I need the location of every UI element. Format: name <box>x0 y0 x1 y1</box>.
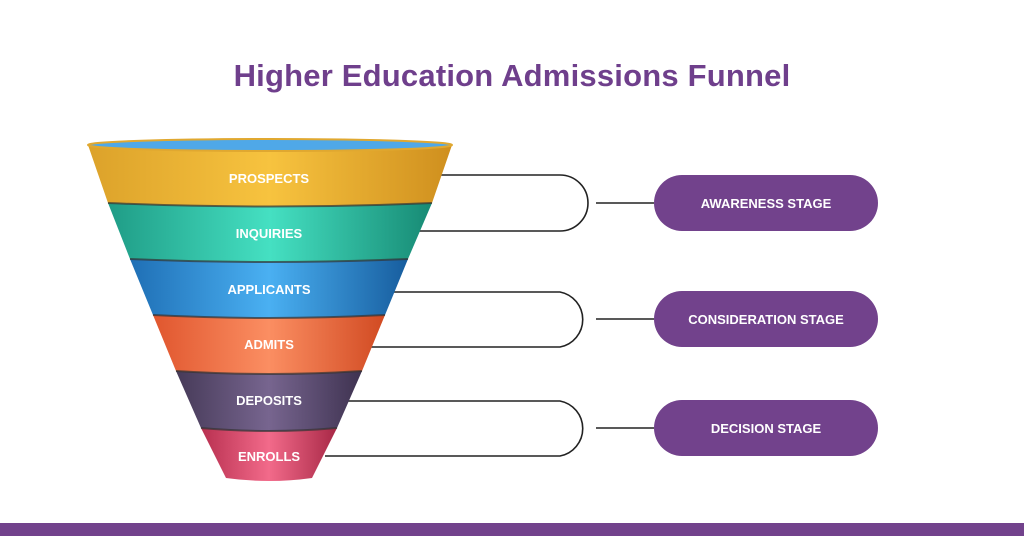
funnel-segment-applicants: APPLICANTS <box>130 259 408 318</box>
funnel-segment-deposits: DEPOSITS <box>176 371 362 431</box>
page-title: Higher Education Admissions Funnel <box>233 58 791 93</box>
awareness-stage-pill: AWARENESS STAGE <box>654 175 878 231</box>
funnel-rim <box>87 138 453 152</box>
svg-text:INQUIRIES: INQUIRIES <box>236 226 303 241</box>
funnel-segment-admits: ADMITS <box>153 315 385 374</box>
svg-text:APPLICANTS: APPLICANTS <box>227 282 310 297</box>
svg-text:ADMITS: ADMITS <box>244 337 294 352</box>
connector-lines <box>325 174 654 457</box>
funnel-segment-enrolls: ENROLLS <box>201 428 337 481</box>
consideration-stage-pill: CONSIDERATION STAGE <box>654 291 878 347</box>
funnel-segment-inquiries: INQUIRIES <box>108 203 432 262</box>
svg-text:ENROLLS: ENROLLS <box>238 449 300 464</box>
funnel-segment-prospects: PROSPECTS <box>87 138 453 207</box>
footer-bar <box>0 523 1024 536</box>
decision-stage-pill: DECISION STAGE <box>654 400 878 456</box>
svg-text:DEPOSITS: DEPOSITS <box>236 393 302 408</box>
svg-text:PROSPECTS: PROSPECTS <box>229 171 310 186</box>
